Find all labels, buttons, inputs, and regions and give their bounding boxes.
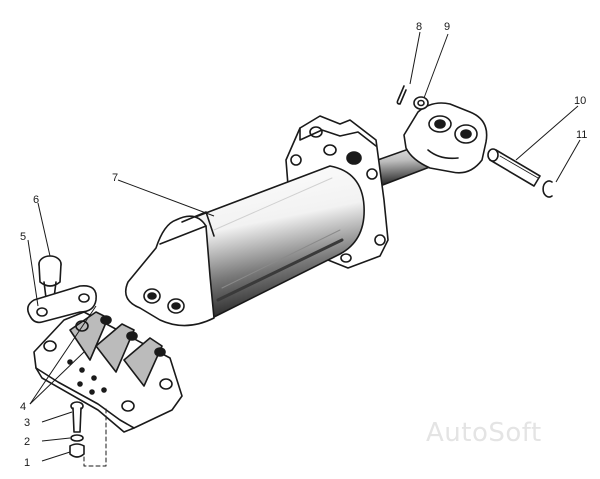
leader-4 [29, 351, 85, 405]
leader-5 [27, 239, 39, 307]
leader-9 [423, 33, 449, 99]
watermark: AutoSoft [426, 418, 542, 448]
leader-2 [41, 437, 71, 442]
callout-4: 4 [20, 401, 26, 413]
callout-7: 7 [112, 172, 118, 184]
leader-6 [37, 202, 51, 257]
washer [413, 96, 429, 110]
rod-end-clevis [403, 102, 488, 174]
leader-8 [409, 31, 421, 85]
bolt [38, 255, 62, 299]
callout-5: 5 [20, 231, 26, 243]
cotter-pin [396, 85, 407, 105]
mounting-bracket [33, 311, 183, 433]
callout-labels: 1 2 3 4 5 6 7 8 9 10 11 [20, 21, 587, 469]
assembly-line [83, 407, 107, 467]
cylinder-rear-clevis [124, 211, 215, 327]
callout-6: 6 [33, 194, 39, 206]
clevis-pin [487, 148, 541, 187]
callout-2: 2 [24, 436, 30, 448]
callout-11: 11 [576, 129, 587, 141]
leader-7 [117, 179, 215, 217]
leader-lines [27, 31, 581, 462]
nut [69, 443, 85, 458]
callout-8: 8 [416, 21, 422, 33]
leader-10 [515, 105, 579, 161]
link-plate [26, 284, 97, 324]
spring-washer [70, 434, 84, 442]
circlip [542, 180, 553, 198]
bracket-bolt [70, 401, 84, 433]
callout-1: 1 [24, 457, 30, 469]
callout-3: 3 [24, 417, 30, 429]
leader-11 [555, 139, 581, 183]
leader-4b [29, 305, 97, 405]
callout-10: 10 [574, 95, 586, 107]
callout-9: 9 [444, 21, 450, 33]
leader-1 [41, 451, 71, 462]
leader-3 [41, 411, 73, 423]
